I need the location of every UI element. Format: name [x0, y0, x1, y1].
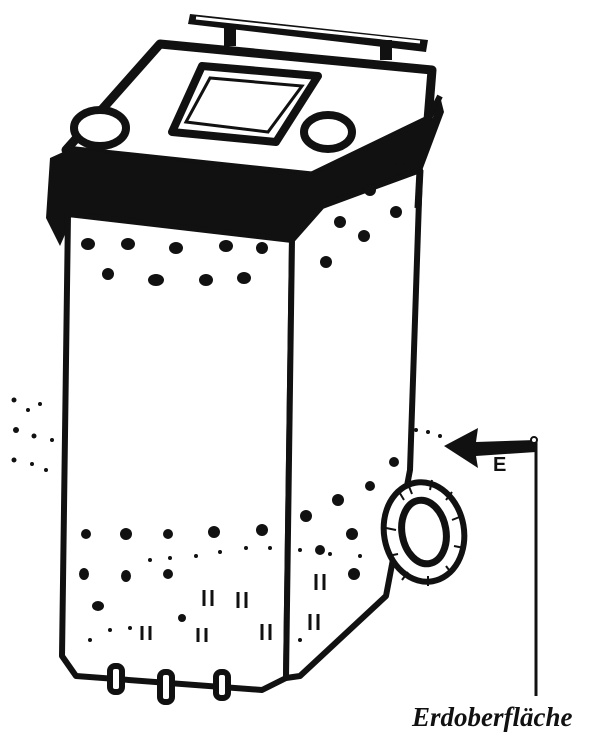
ground-surface-label: Erdoberfläche [412, 700, 600, 734]
marker-letter-e: E [493, 452, 513, 478]
